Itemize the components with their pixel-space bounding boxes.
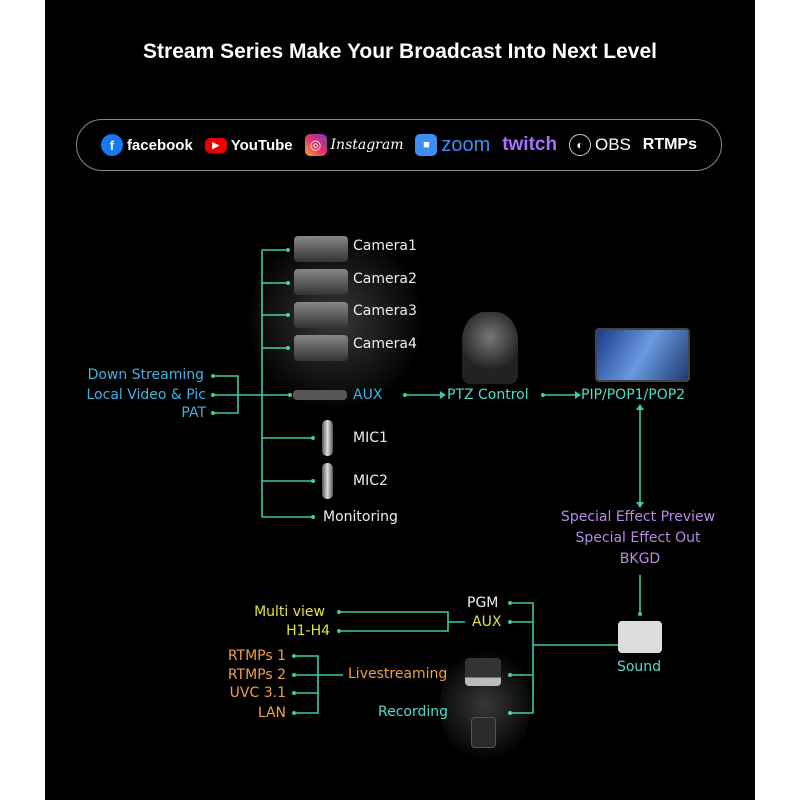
logo-label: YouTube (230, 136, 293, 154)
recording-label: Recording (378, 704, 449, 720)
livestreaming-label: Livestreaming (348, 666, 448, 682)
microphone-icon (322, 463, 333, 499)
audio-mixer-icon (618, 621, 662, 653)
effect-label: Special Effect Preview (560, 509, 716, 525)
instagram-icon: ◎ (304, 134, 327, 156)
ptz-camera-icon (462, 312, 518, 384)
camera-icon (294, 335, 348, 361)
logo-label: zoom (441, 133, 491, 156)
sd-card-icon (471, 717, 496, 748)
laptop-live-icon (465, 658, 501, 686)
stream-target-label: RTMPs 2 (227, 667, 286, 683)
logo-rtmps: RTMPs (643, 136, 697, 154)
pip-label: PIP/POP1/POP2 (581, 387, 686, 403)
aux-source-label: PAT (181, 405, 206, 421)
ptz-control-label: PTZ Control (447, 387, 529, 403)
obs-icon: ◐ (568, 134, 591, 156)
logo-label: facebook (126, 136, 193, 154)
stream-target-label: UVC 3.1 (229, 685, 286, 701)
aux-input-label: AUX (353, 387, 383, 403)
aux-source-label: Down Streaming (87, 367, 204, 383)
stream-target-label: LAN (257, 705, 286, 721)
logo-label: twitch (502, 134, 558, 155)
aux-output-label: AUX (472, 614, 502, 630)
camera-icon (294, 236, 348, 262)
multiview-label: Multi view (254, 604, 325, 620)
effect-label: Special Effect Out (575, 530, 701, 546)
display-screen-icon (595, 328, 690, 382)
facebook-icon: f (100, 134, 123, 156)
mic-label: MIC2 (353, 473, 388, 489)
logo-youtube: ▶YouTube (204, 136, 293, 154)
zoom-icon: ■ (415, 134, 438, 156)
logo-label: Instagram (330, 137, 404, 153)
effect-label: BKGD (619, 551, 661, 567)
camera-icon (294, 269, 348, 295)
stream-target-label: RTMPs 1 (227, 648, 286, 664)
camera-icon (294, 302, 348, 328)
logo-label: OBS (594, 135, 631, 154)
camera-label: Camera1 (353, 238, 417, 254)
switcher-device-icon (293, 390, 347, 400)
multiview-label: H1-H4 (286, 623, 330, 639)
microphone-icon (322, 420, 333, 456)
page-title: Stream Series Make Your Broadcast Into N… (143, 40, 657, 63)
logo-instagram: ◎Instagram (304, 134, 404, 156)
logo-obs: ◐OBS (568, 134, 631, 156)
sound-label: Sound (616, 659, 662, 675)
mic-label: MIC1 (353, 430, 388, 446)
camera-label: Camera3 (353, 303, 417, 319)
camera-label: Camera2 (353, 271, 417, 287)
aux-source-label: Local Video & Pic (86, 387, 207, 403)
pgm-label: PGM (467, 595, 499, 611)
diagram-background (45, 0, 755, 800)
youtube-icon: ▶ (204, 137, 227, 153)
monitoring-label: Monitoring (323, 509, 398, 525)
camera-label: Camera4 (353, 336, 417, 352)
logo-twitch: twitch (502, 134, 557, 156)
logo-zoom: ■zoom (415, 134, 490, 157)
logo-label: RTMPs (642, 136, 697, 153)
